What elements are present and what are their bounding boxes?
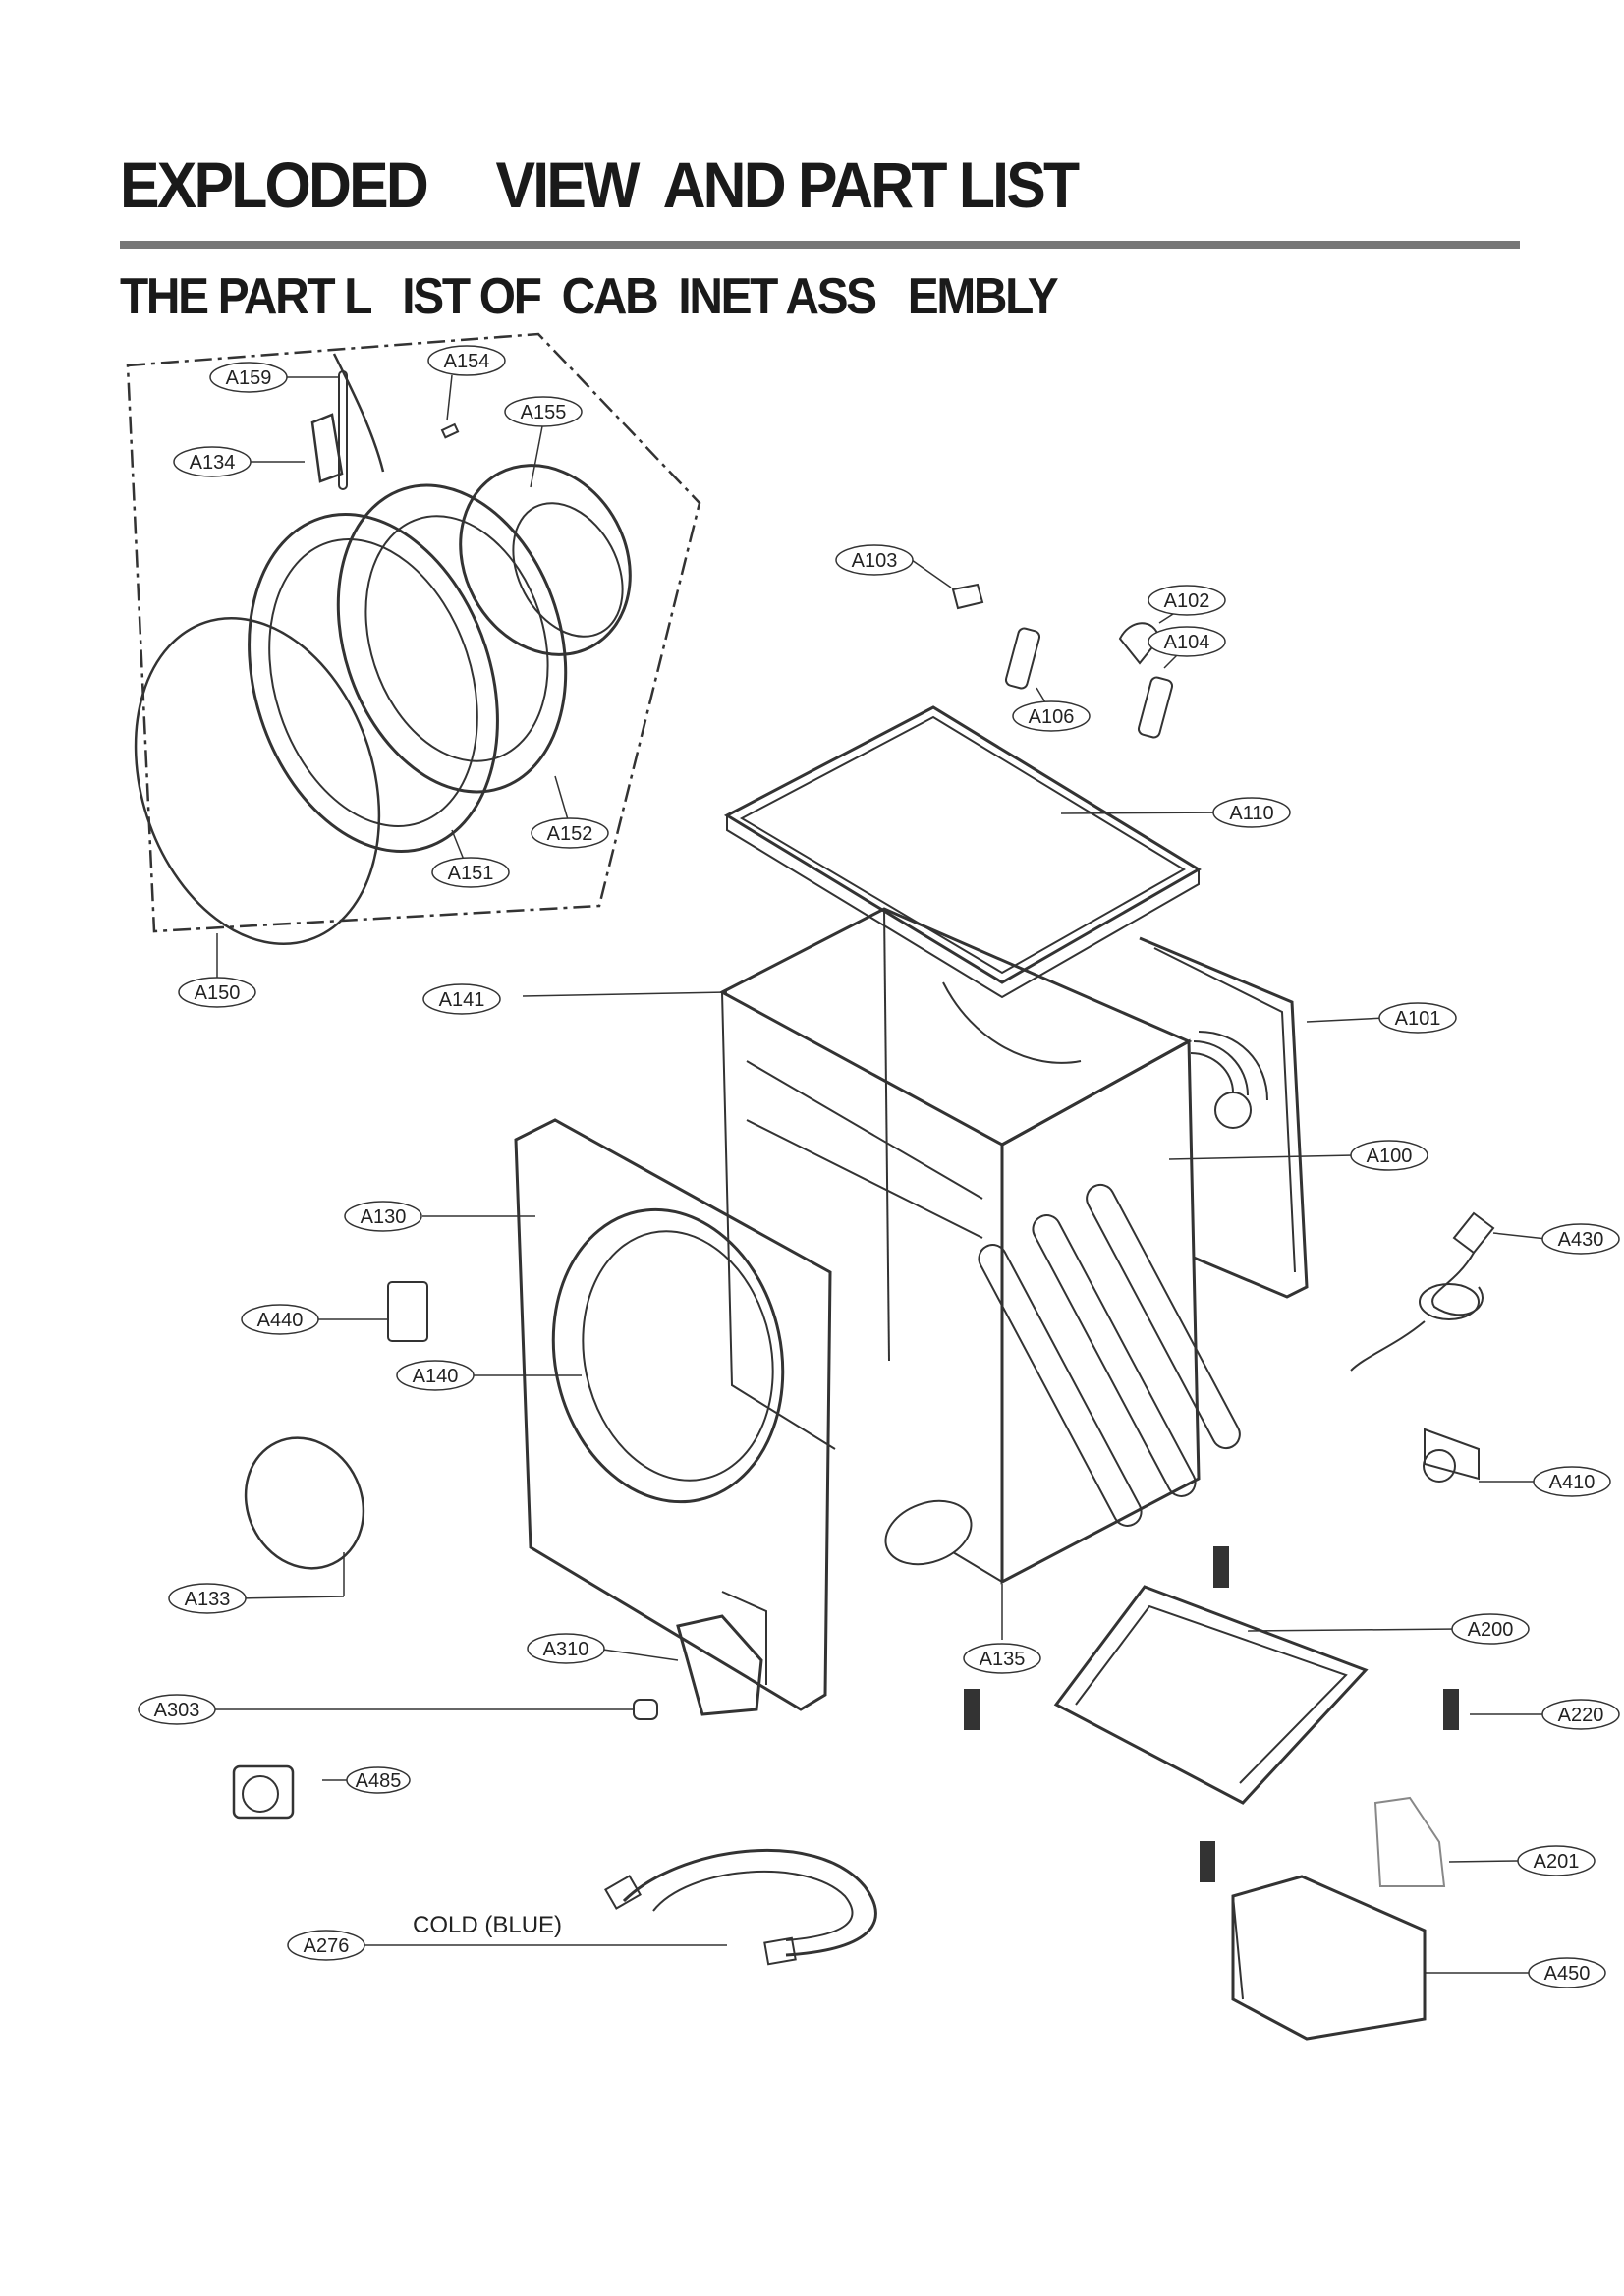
- section-subtitle: THE PART L IST OF CAB INET ASS EMBLY: [120, 268, 1059, 325]
- door-assembly-boundary: [126, 332, 701, 933]
- callout-A159-text: A159: [226, 367, 272, 389]
- callout-A155: A155: [504, 396, 583, 427]
- callout-A141-text: A141: [439, 989, 485, 1011]
- callout-A410-text: A410: [1549, 1472, 1596, 1493]
- callout-A151-text: A151: [448, 863, 494, 884]
- bracket-plate: [1373, 1796, 1446, 1887]
- callout-A133-text: A133: [185, 1589, 231, 1610]
- callout-A430: A430: [1541, 1223, 1620, 1255]
- callout-A200-text: A200: [1468, 1619, 1514, 1641]
- door-assembly: [134, 353, 632, 945]
- callout-A430-text: A430: [1558, 1229, 1604, 1251]
- callout-A410: A410: [1533, 1466, 1611, 1497]
- callout-A101: A101: [1378, 1002, 1457, 1034]
- small-fitting: [633, 1699, 658, 1720]
- callout-A140-text: A140: [413, 1366, 459, 1387]
- callout-A440-text: A440: [257, 1310, 304, 1331]
- base-frame: [1053, 1585, 1369, 1805]
- callout-A110-text: A110: [1229, 803, 1273, 824]
- callout-labels: A159 A154 A155 A134 A103 A102 A104 A106: [138, 345, 1620, 1988]
- callout-A303: A303: [138, 1694, 216, 1725]
- callout-A159: A159: [209, 362, 288, 393]
- callout-A104-text: A104: [1164, 632, 1210, 653]
- callout-A276: A276: [287, 1930, 365, 1961]
- callout-A485-text: A485: [356, 1770, 402, 1792]
- door-outer-ring: [248, 513, 499, 853]
- callout-A104: A104: [1148, 626, 1226, 657]
- cabinet: [718, 907, 1241, 1585]
- callout-A103-text: A103: [852, 550, 898, 572]
- inlet-hose: [604, 1848, 877, 1966]
- front-panel-door-opening: [551, 1207, 785, 1504]
- callout-A135-text: A135: [980, 1649, 1026, 1670]
- callout-A100-text: A100: [1367, 1146, 1413, 1167]
- callout-A103: A103: [835, 544, 914, 576]
- callout-A450-text: A450: [1544, 1963, 1591, 1985]
- drain-pump: [232, 1764, 295, 1820]
- callout-A130: A130: [344, 1201, 422, 1232]
- callout-A134: A134: [173, 446, 252, 477]
- callout-A130-text: A130: [361, 1206, 407, 1228]
- callout-A310-text: A310: [543, 1639, 589, 1660]
- callout-A106-text: A106: [1029, 706, 1075, 728]
- callout-A303-text: A303: [154, 1700, 200, 1721]
- callout-A220: A220: [1541, 1699, 1620, 1730]
- callout-A220-text: A220: [1558, 1705, 1604, 1726]
- callout-A134-text: A134: [190, 452, 236, 474]
- door-hinge: [310, 413, 344, 483]
- callout-A276-text: A276: [304, 1935, 350, 1957]
- callout-A106: A106: [1012, 700, 1091, 732]
- callout-A201-text: A201: [1534, 1851, 1580, 1873]
- gasket-clamp-wire: [244, 1436, 365, 1570]
- door-glass: [134, 617, 381, 945]
- callout-A440: A440: [241, 1304, 319, 1335]
- callout-A100: A100: [1350, 1140, 1428, 1171]
- hose-note: COLD (BLUE): [413, 1912, 562, 1938]
- callout-A102: A102: [1148, 585, 1226, 616]
- door-window-bowl: [459, 464, 632, 656]
- leveling-feet: [964, 1546, 1459, 1882]
- callout-A150-text: A150: [195, 982, 241, 1004]
- water-inlet-valve: [1004, 627, 1041, 690]
- water-inlet-valve-2: [1137, 676, 1174, 739]
- callout-A155-text: A155: [521, 402, 567, 423]
- callout-A310: A310: [527, 1633, 605, 1664]
- door-inner-frame: [336, 483, 568, 794]
- callout-A201: A201: [1517, 1845, 1596, 1876]
- power-cord: [1350, 1211, 1495, 1372]
- callout-A102-text: A102: [1164, 590, 1210, 612]
- callout-A151: A151: [431, 857, 510, 888]
- door-lock: [387, 1281, 428, 1342]
- control-box: [1231, 1875, 1427, 2041]
- callout-A150: A150: [178, 977, 256, 1008]
- callout-A450: A450: [1528, 1957, 1606, 1988]
- callout-A152: A152: [531, 817, 609, 849]
- callout-A154: A154: [427, 345, 506, 376]
- callout-A133: A133: [168, 1583, 247, 1614]
- callout-A152-text: A152: [547, 823, 593, 845]
- page-title: EXPLODED VIEW AND PART LIST: [120, 148, 1080, 221]
- back-cover: [1139, 936, 1309, 1299]
- callout-A110: A110: [1212, 797, 1291, 828]
- callout-A140: A140: [396, 1360, 475, 1391]
- callout-A135: A135: [963, 1643, 1041, 1674]
- callout-A154-text: A154: [444, 351, 490, 372]
- callout-A101-text: A101: [1395, 1008, 1441, 1030]
- hinge-screws: [338, 370, 348, 490]
- valve-clip: [951, 583, 984, 610]
- noise-filter: [1424, 1428, 1480, 1481]
- front-panel: [514, 1118, 832, 1711]
- detergent-drawer-cup: [676, 1614, 763, 1716]
- callout-A200: A200: [1451, 1613, 1530, 1645]
- callout-A141: A141: [422, 983, 501, 1015]
- title-rule: [120, 241, 1520, 249]
- callout-A485: A485: [346, 1766, 411, 1794]
- door-latch: [440, 422, 460, 439]
